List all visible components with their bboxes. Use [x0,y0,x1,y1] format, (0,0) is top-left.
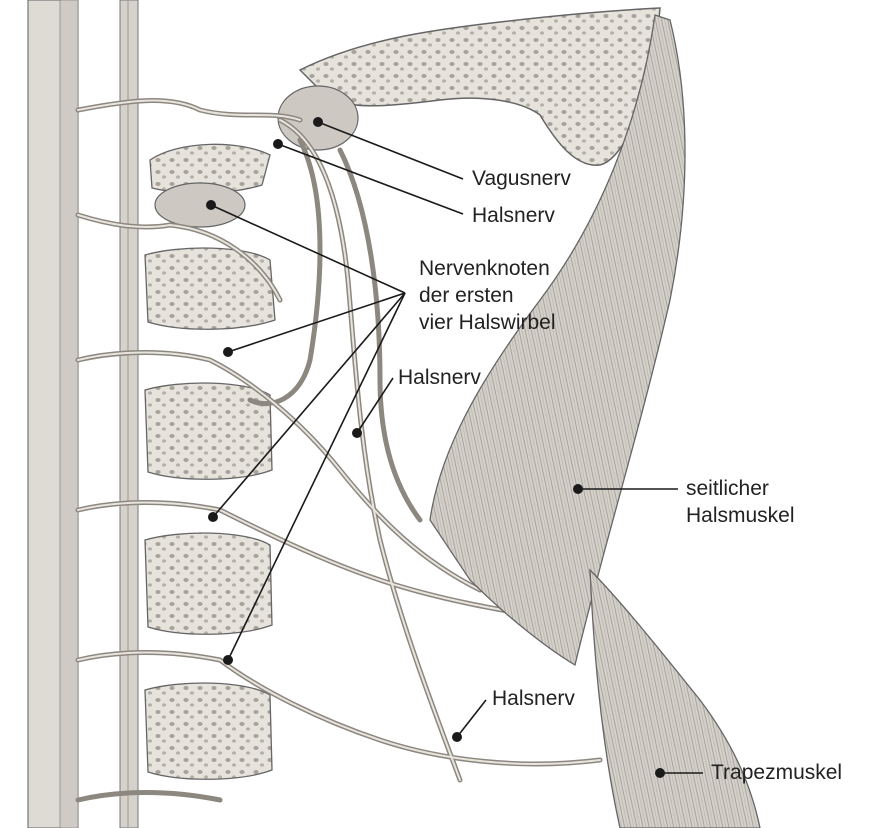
label-vagusnerv: Vagusnerv [472,166,571,191]
label-halsnerv-1: Halsnerv [472,203,555,228]
dot-halsnerv-1 [273,139,283,149]
dot-trapezmuskel [655,768,665,778]
spinal-column [28,0,138,828]
dot-halsnerv-3 [452,732,462,742]
dot-nervenknoten-1 [206,200,216,210]
label-trapezmuskel: Trapezmuskel [711,760,842,785]
label-seitlicher-line1: seitlicher [686,476,769,501]
skull-base-bone [300,8,660,165]
leader-halsnerv-3 [457,700,486,737]
dot-nervenknoten-4 [223,655,233,665]
dot-nervenknoten-3 [208,512,218,522]
dot-halsnerv-2 [352,428,362,438]
label-nervenknoten-line2: der ersten [419,283,514,308]
leader-halsnerv-2 [357,378,393,433]
label-seitlicher-line2: Halsmuskel [686,503,795,528]
trapezius-muscle [590,570,760,828]
dot-seitlicher-halsmuskel [573,484,583,494]
leader-halsnerv-1 [278,144,463,214]
label-nervenknoten-line1: Nervenknoten [419,256,550,281]
label-halsnerv-3: Halsnerv [492,686,575,711]
label-halsnerv-2: Halsnerv [398,365,481,390]
leader-nervenknoten-4 [228,293,405,660]
label-nervenknoten-line3: vier Halswirbel [419,310,556,335]
dot-nervenknoten-2 [223,347,233,357]
dot-vagusnerv [313,117,323,127]
